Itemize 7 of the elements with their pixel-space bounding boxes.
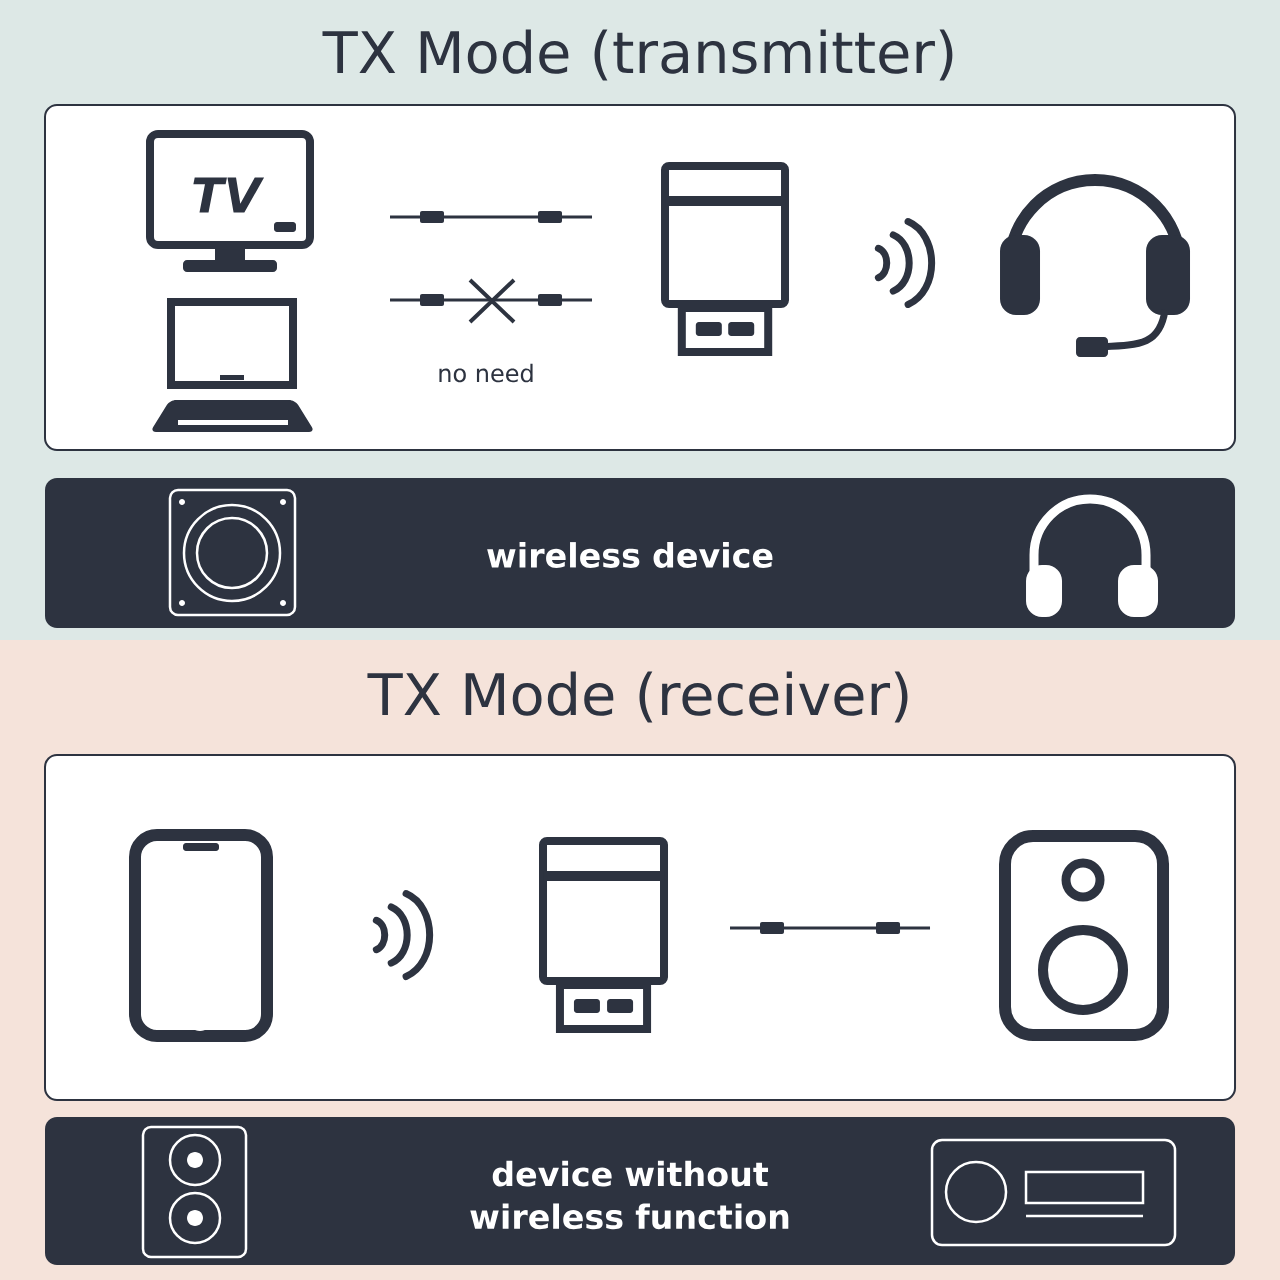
label-bar: device without wireless function [45,1117,1235,1265]
heading: TX Mode (transmitter) [322,29,953,81]
heading: TX Mode (receiver) [367,671,908,723]
screen-text: TV [193,177,265,213]
label-bar: wireless device [45,478,1235,628]
caption: no need [439,363,533,383]
panel [44,104,1236,451]
